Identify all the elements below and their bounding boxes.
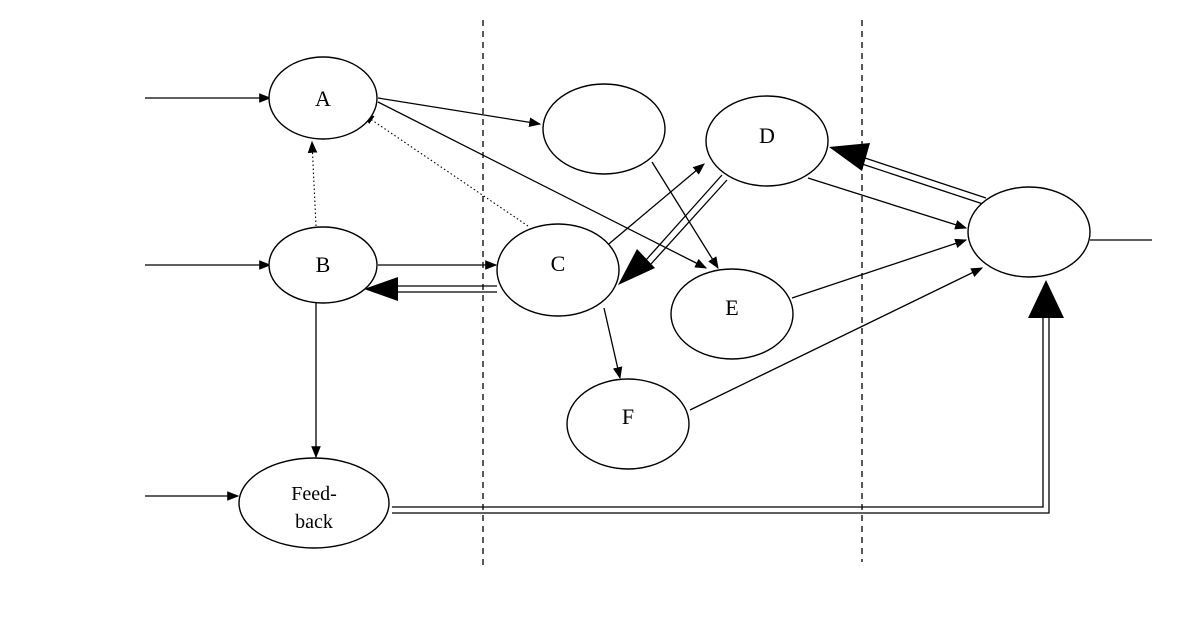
node-b-label: B — [316, 252, 331, 277]
edge-e-to-right — [791, 238, 968, 299]
node-feedback-label-line1: Feed- — [291, 483, 337, 505]
node-f: F — [566, 378, 690, 470]
edge-c-to-b-double — [364, 277, 497, 301]
edge-f-to-right — [689, 267, 984, 411]
edge-right-to-d-double — [829, 143, 987, 205]
node-b: B — [268, 226, 378, 304]
edge-c-to-f — [603, 307, 623, 380]
edge-a-to-top — [377, 97, 542, 128]
node-a: A — [268, 56, 378, 140]
node-unlabeled-top — [542, 83, 666, 175]
edge-feedback-to-right-double — [392, 280, 1064, 514]
edge-top-to-e — [651, 161, 719, 270]
node-f-label: F — [622, 404, 634, 429]
node-a-label: A — [315, 86, 331, 111]
node-e: E — [670, 268, 794, 360]
node-d-label: D — [759, 123, 775, 148]
node-d: D — [705, 95, 829, 187]
node-c: C — [496, 223, 620, 317]
node-feedback: Feed- back — [238, 457, 390, 549]
node-c-label: C — [551, 251, 566, 276]
edge-d-to-c-double — [618, 174, 728, 285]
edge-a-to-e — [377, 101, 708, 269]
edge-b-to-a-dotted — [307, 140, 318, 227]
node-e-label: E — [725, 295, 738, 320]
edge-c-to-d — [603, 163, 705, 249]
edge-d-to-right — [807, 177, 968, 230]
edge-c-to-a-dotted — [362, 113, 529, 227]
node-feedback-label-line2: back — [295, 511, 333, 533]
node-unlabeled-right — [967, 186, 1091, 278]
